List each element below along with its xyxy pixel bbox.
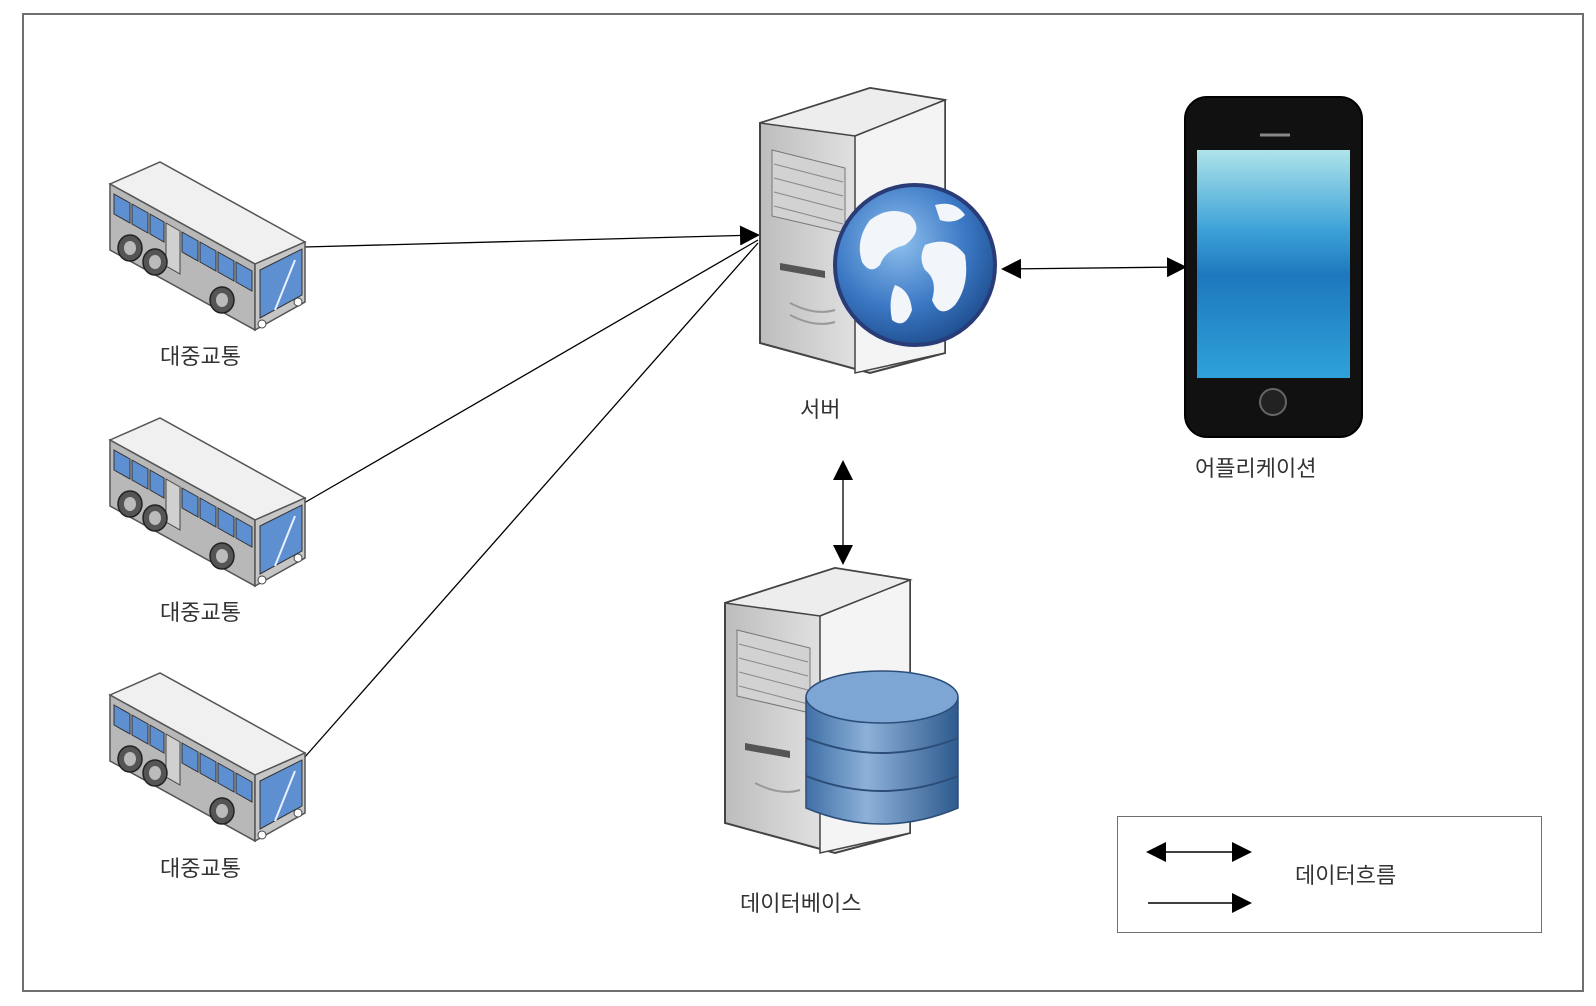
database-cylinder-icon — [805, 670, 959, 825]
edge-bus-2-to-server — [303, 239, 759, 504]
edge-bus-1-to-server — [303, 225, 760, 248]
bus-1-label: 대중교통 — [160, 345, 241, 370]
legend-label: 데이터흐름 — [1295, 864, 1397, 889]
bus-icon — [109, 672, 306, 842]
bus-3-label: 대중교통 — [160, 857, 241, 882]
bus-icon — [109, 161, 306, 331]
legend — [1117, 816, 1542, 933]
edge-bus-3-to-server — [303, 242, 759, 759]
app-label: 어플리케이션 — [1195, 457, 1317, 482]
server-label: 서버 — [800, 398, 841, 423]
smartphone-icon — [1184, 96, 1363, 438]
diagram-border — [22, 13, 1584, 992]
edge-server-app — [1001, 257, 1187, 279]
database-label: 데이터베이스 — [740, 892, 862, 917]
bus-2-label: 대중교통 — [160, 601, 241, 626]
bus-icon — [109, 417, 306, 587]
globe-icon — [833, 183, 997, 347]
